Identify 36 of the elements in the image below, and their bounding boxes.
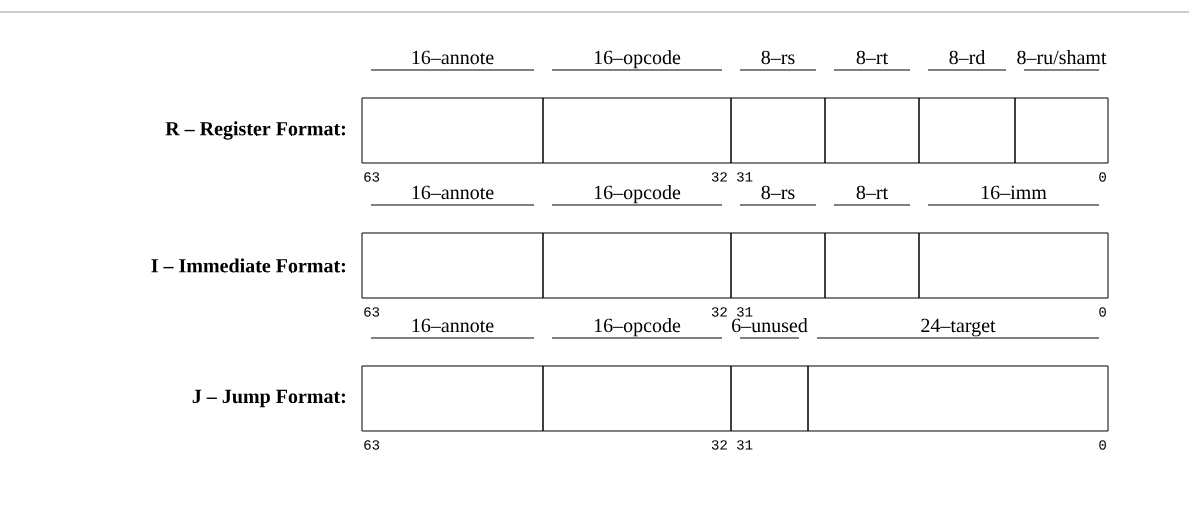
field-heading: 8–ru/shamt [1017, 50, 1107, 65]
field-heading: 16–annote [412, 185, 494, 200]
bit-number: 32 [711, 440, 727, 450]
field-box [542, 97, 732, 164]
field-box [918, 97, 1016, 164]
field-heading: 16–imm [981, 185, 1047, 200]
field-heading: 16–annote [412, 318, 494, 333]
field-heading: 8–rt [856, 185, 888, 200]
field-heading: 16–opcode [594, 185, 681, 204]
field-box [807, 365, 1109, 432]
field-heading: 8–rt [856, 50, 888, 65]
field-box [918, 232, 1109, 299]
bit-number: 31 [737, 307, 753, 317]
bit-number: 32 [711, 172, 727, 182]
field-box [730, 365, 809, 432]
bit-number: 32 [711, 307, 727, 317]
field-heading: 6–unused [732, 318, 808, 333]
field-box [361, 97, 544, 164]
field-heading: 16–opcode [594, 318, 681, 337]
bit-number: 31 [737, 172, 753, 182]
field-box [824, 97, 920, 164]
field-heading: 16–opcode [594, 50, 681, 69]
field-box [730, 97, 826, 164]
field-box [361, 365, 544, 432]
field-heading: 8–rs [761, 50, 795, 65]
field-heading: 16–annote [412, 50, 494, 65]
field-box [1014, 97, 1109, 164]
bit-number: 31 [737, 440, 753, 450]
field-box [542, 365, 732, 432]
field-box [542, 232, 732, 299]
field-box [730, 232, 826, 299]
field-box [824, 232, 920, 299]
field-heading: 8–rs [761, 185, 795, 200]
field-box [361, 232, 544, 299]
field-heading: 24–target [921, 318, 996, 337]
field-heading: 8–rd [949, 50, 986, 65]
